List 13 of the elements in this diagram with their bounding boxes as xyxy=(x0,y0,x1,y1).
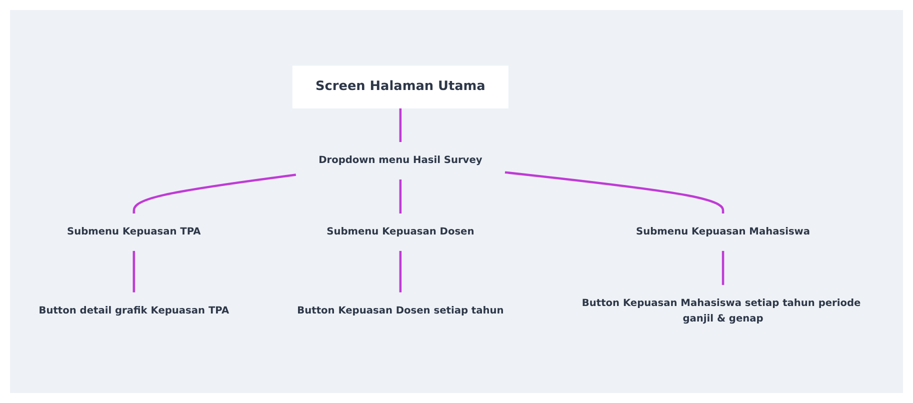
node-text: Submenu Kepuasan TPA xyxy=(67,226,201,238)
connector xyxy=(132,250,136,292)
node-box: Screen Halaman Utama xyxy=(292,66,508,108)
node-text: Button Kepuasan Dosen setiap tahun xyxy=(297,305,504,316)
connector xyxy=(722,250,724,285)
node-text: Submenu Kepuasan Dosen xyxy=(326,226,474,238)
node-text: Dropdown menu Hasil Survey xyxy=(318,154,482,166)
node-text: Submenu Kepuasan Mahasiswa xyxy=(636,226,810,238)
connector xyxy=(399,179,402,214)
connector xyxy=(399,250,402,292)
connector xyxy=(399,108,402,142)
node-text: Button detail grafik Kepuasan TPA xyxy=(38,305,230,316)
node-text: Button Kepuasan Mahasiswa setiap tahun periode ganjil & genap xyxy=(582,298,861,324)
